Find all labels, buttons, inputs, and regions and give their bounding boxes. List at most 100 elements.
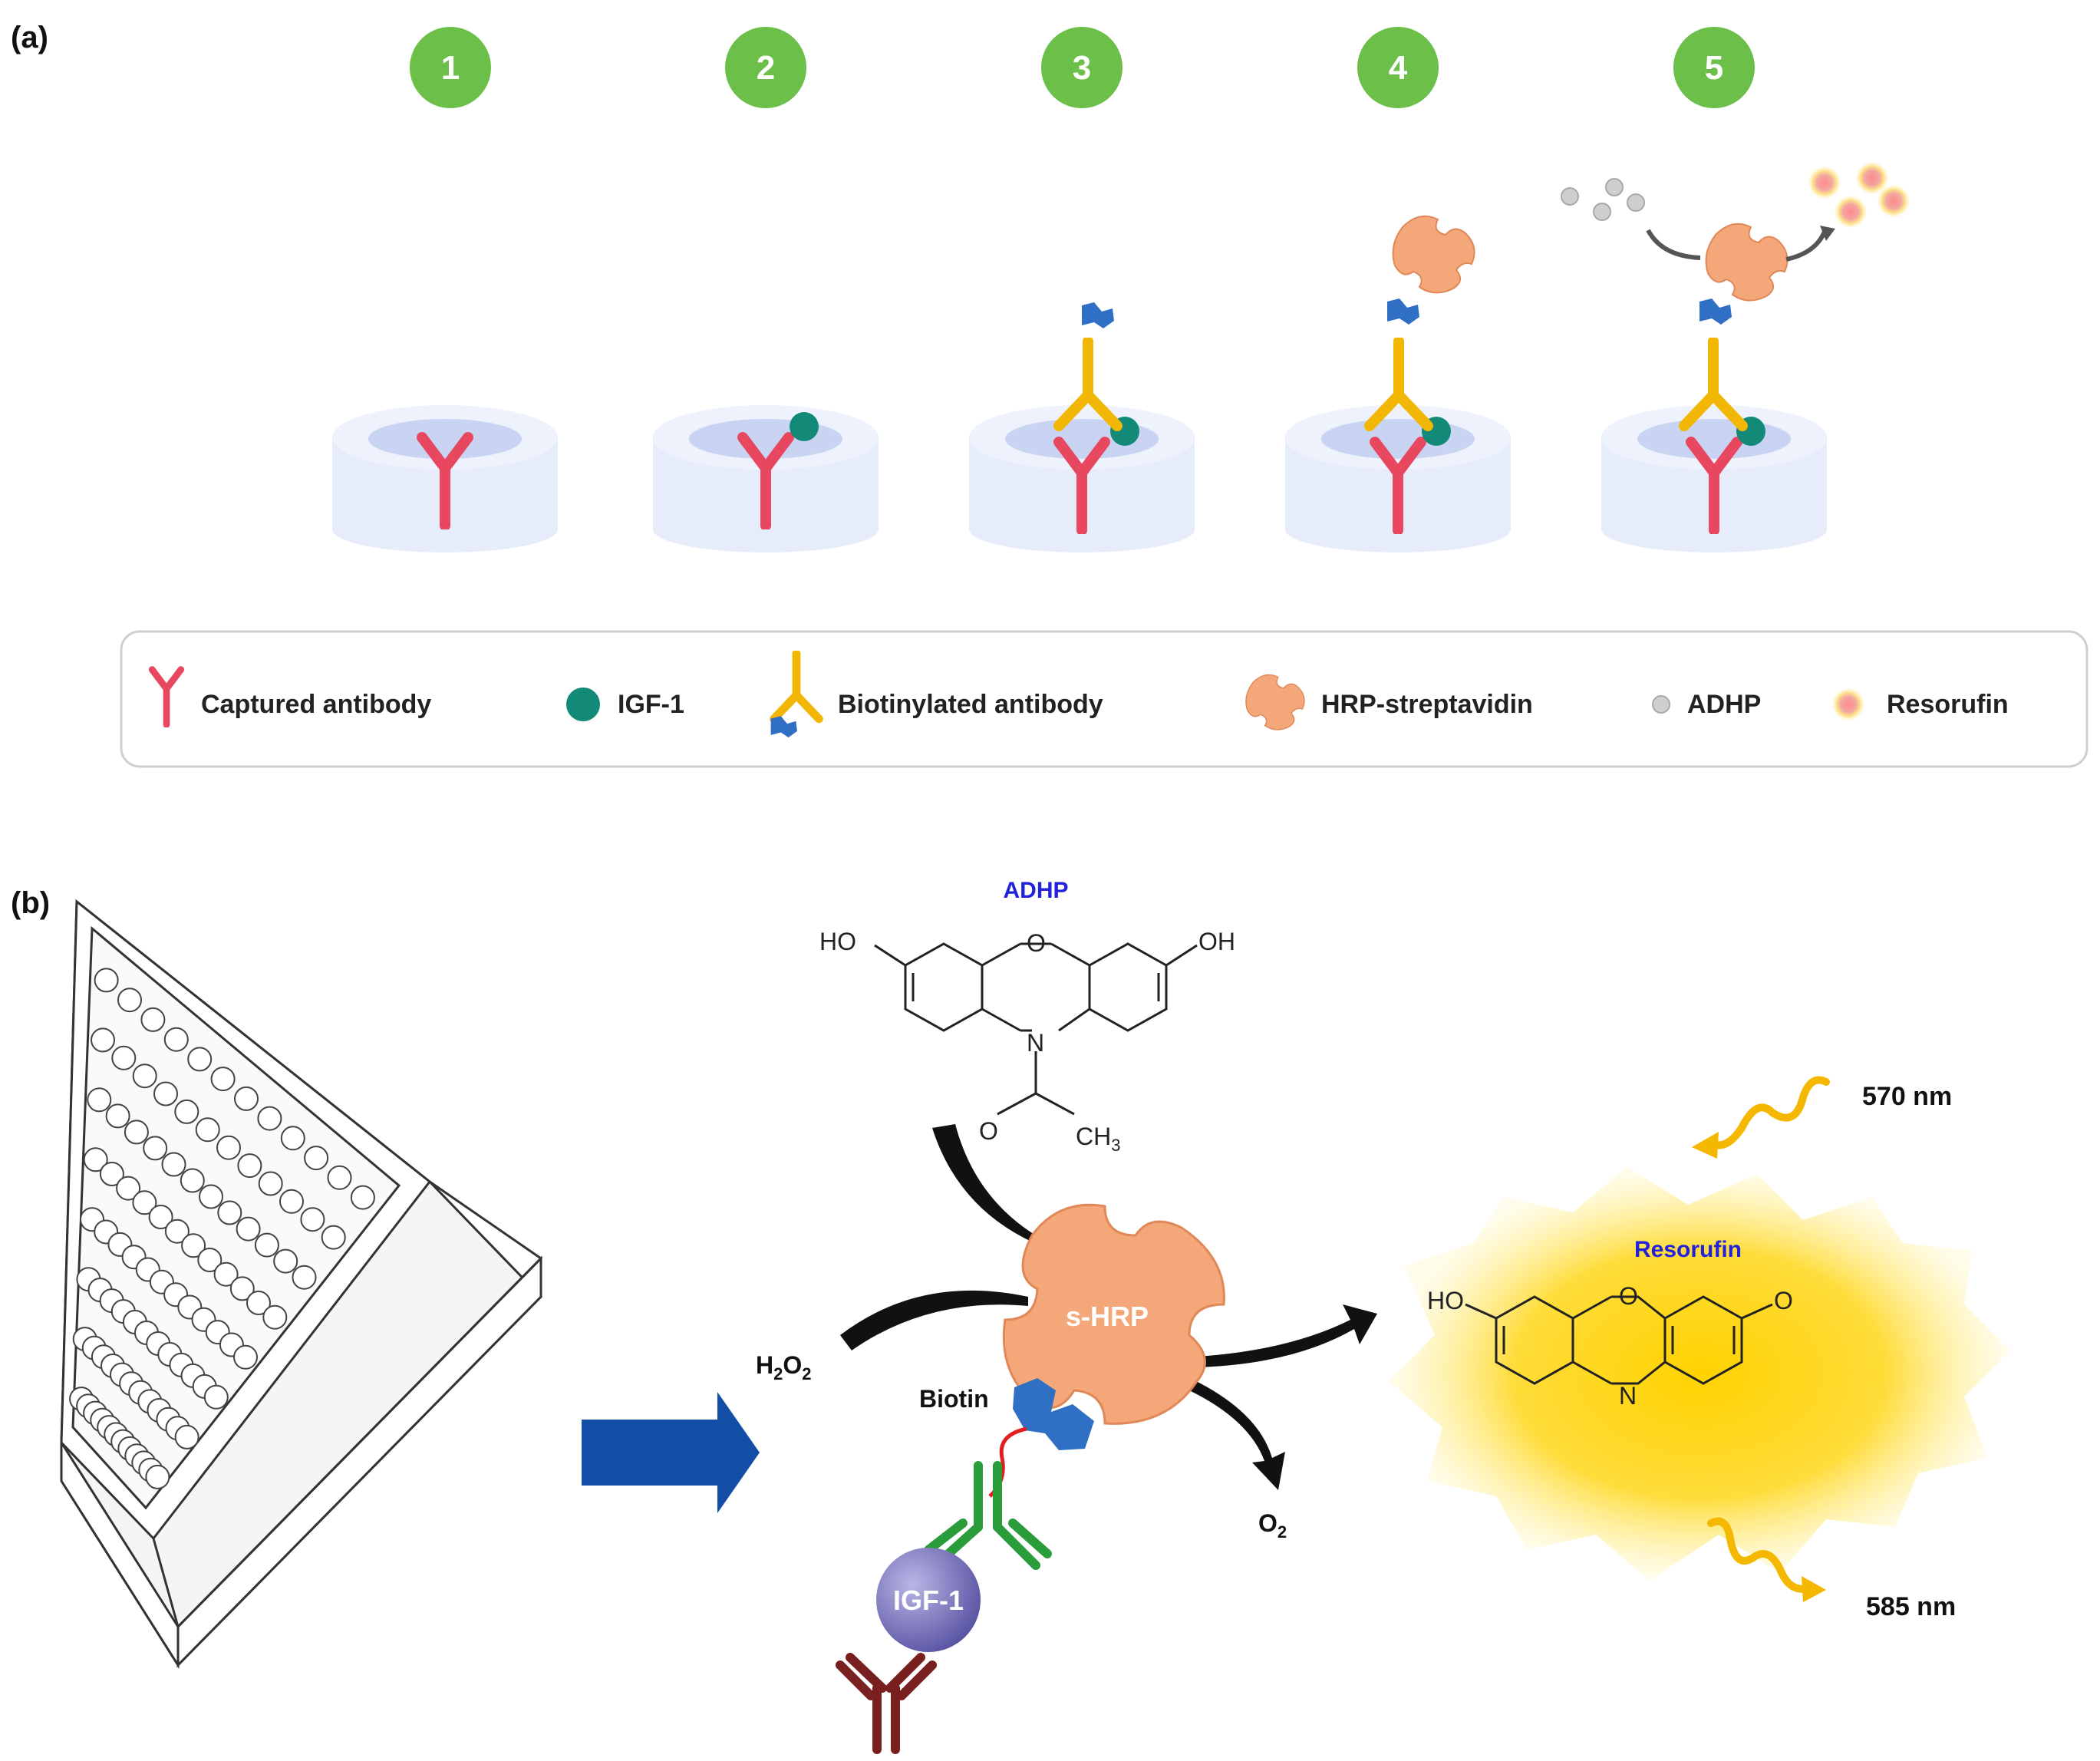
step-2: 2 (725, 27, 806, 108)
detection-antibody-icon (924, 1461, 1052, 1570)
resorufin-glow (1389, 1166, 2010, 1581)
adhp-molecules (1561, 178, 1645, 221)
product-out-arrow-icon (1197, 1304, 1377, 1367)
adhp-atom-oh: OH (1198, 928, 1235, 955)
plate-well (91, 1027, 115, 1053)
substrate-arrow-icon (1646, 229, 1701, 260)
plate-well (262, 1304, 288, 1330)
step-4: 4 (1357, 27, 1439, 108)
plate-well (187, 1047, 213, 1072)
biotin-icon (1387, 298, 1419, 325)
emission-label: 585 nm (1866, 1592, 1956, 1621)
plate-well (246, 1291, 271, 1315)
plate-well (132, 1064, 157, 1089)
legend-captured-antibody: Captured antibody (201, 690, 431, 719)
step-3: 3 (1041, 27, 1123, 108)
well-1 (332, 405, 558, 552)
step-number: 2 (757, 49, 775, 87)
plate-well (116, 1176, 141, 1201)
igf1-label: IGF-1 (893, 1585, 964, 1616)
plate-well (210, 1067, 236, 1092)
plate-well (327, 1165, 352, 1190)
adhp-icon (1652, 695, 1670, 714)
excitation-wave-icon (1707, 1076, 1830, 1149)
hrp-streptavidin-icon (1392, 215, 1475, 294)
o2-out-arrow-icon (1189, 1380, 1285, 1490)
plate-well (199, 1184, 223, 1209)
plate-well (197, 1248, 223, 1272)
adhp-atom-n: N (1027, 1029, 1044, 1057)
step-number: 5 (1705, 49, 1723, 87)
h2o2-in-arrow-icon (840, 1290, 1028, 1350)
resorufin-title: Resorufin (1634, 1237, 1742, 1262)
plate-well (195, 1117, 220, 1143)
plate-well (164, 1219, 190, 1244)
resorufin-atom-o-keto: O (1774, 1287, 1793, 1314)
biotin-icon (1082, 302, 1114, 328)
plate-well (163, 1027, 189, 1052)
biotin-icon (1699, 298, 1732, 325)
biotin-label: Biotin (919, 1385, 989, 1413)
plate-well (161, 1152, 186, 1177)
substrate-in-arrow-icon (932, 1124, 1043, 1247)
h2o2-label: H2O2 (756, 1351, 812, 1383)
plate-well (257, 1106, 282, 1131)
igf1-icon (790, 412, 819, 441)
adhp-atom-ho: HO (819, 928, 856, 955)
plate-well (124, 1120, 149, 1145)
adhp-title: ADHP (1003, 878, 1068, 903)
plate-well (273, 1248, 298, 1274)
resorufin-molecules (1808, 161, 1910, 229)
process-arrow-icon (582, 1392, 760, 1513)
s-hrp-enzyme: s-HRP (1002, 1203, 1225, 1425)
plate-well (143, 1136, 168, 1161)
legend-hrp-streptavidin: HRP-streptavidin (1321, 690, 1533, 719)
plate-well (321, 1225, 346, 1250)
plate-well (145, 1464, 170, 1489)
plate-well (87, 1087, 112, 1113)
plate-well (105, 1103, 130, 1129)
resorufin-icon (1831, 688, 1865, 721)
step-number: 4 (1389, 49, 1408, 87)
panel-b-label: (b) (11, 886, 50, 920)
plate-well (99, 1162, 124, 1186)
plate-well (304, 1146, 329, 1171)
adhp-structure (874, 942, 1198, 1116)
well-2 (653, 405, 879, 552)
step-number: 3 (1073, 49, 1091, 87)
plate-well (280, 1126, 305, 1151)
biotin-icon (1013, 1378, 1094, 1450)
adhp-atom-carbonyl-o: O (979, 1117, 998, 1145)
well-4 (1285, 215, 1511, 552)
legend-resorufin: Resorufin (1887, 690, 2009, 719)
plate-well (148, 1205, 173, 1229)
plate-well (234, 1086, 259, 1111)
well-5 (1561, 161, 1910, 552)
plate-well (258, 1171, 283, 1196)
plate-well (254, 1232, 279, 1258)
plate-well (300, 1207, 325, 1232)
step-5: 5 (1673, 27, 1755, 108)
legend-biotinylated-antibody: Biotinylated antibody (838, 690, 1103, 719)
plate-well (132, 1190, 157, 1215)
plate-well (180, 1168, 205, 1193)
plate-well (292, 1265, 317, 1290)
panel-a-label: (a) (11, 21, 48, 54)
capture-antibody-icon (836, 1653, 937, 1754)
plate-well (174, 1099, 199, 1124)
emission-wave-icon (1707, 1517, 1811, 1593)
plate-well (153, 1081, 178, 1106)
igf1-sphere: IGF-1 (876, 1548, 981, 1652)
plate-well (140, 1007, 166, 1032)
hrp-streptavidin-icon (1705, 223, 1788, 302)
plate-well (213, 1261, 239, 1287)
s-hrp-label: s-HRP (1066, 1301, 1149, 1332)
legend: Captured antibody IGF-1 Biotinylated ant… (120, 630, 2088, 768)
igf1-icon (566, 688, 600, 721)
plate-well (236, 1216, 261, 1242)
plate-well (350, 1185, 375, 1210)
plate-well (174, 1424, 199, 1449)
plate-well (83, 1147, 108, 1172)
legend-igf1: IGF-1 (618, 690, 684, 719)
